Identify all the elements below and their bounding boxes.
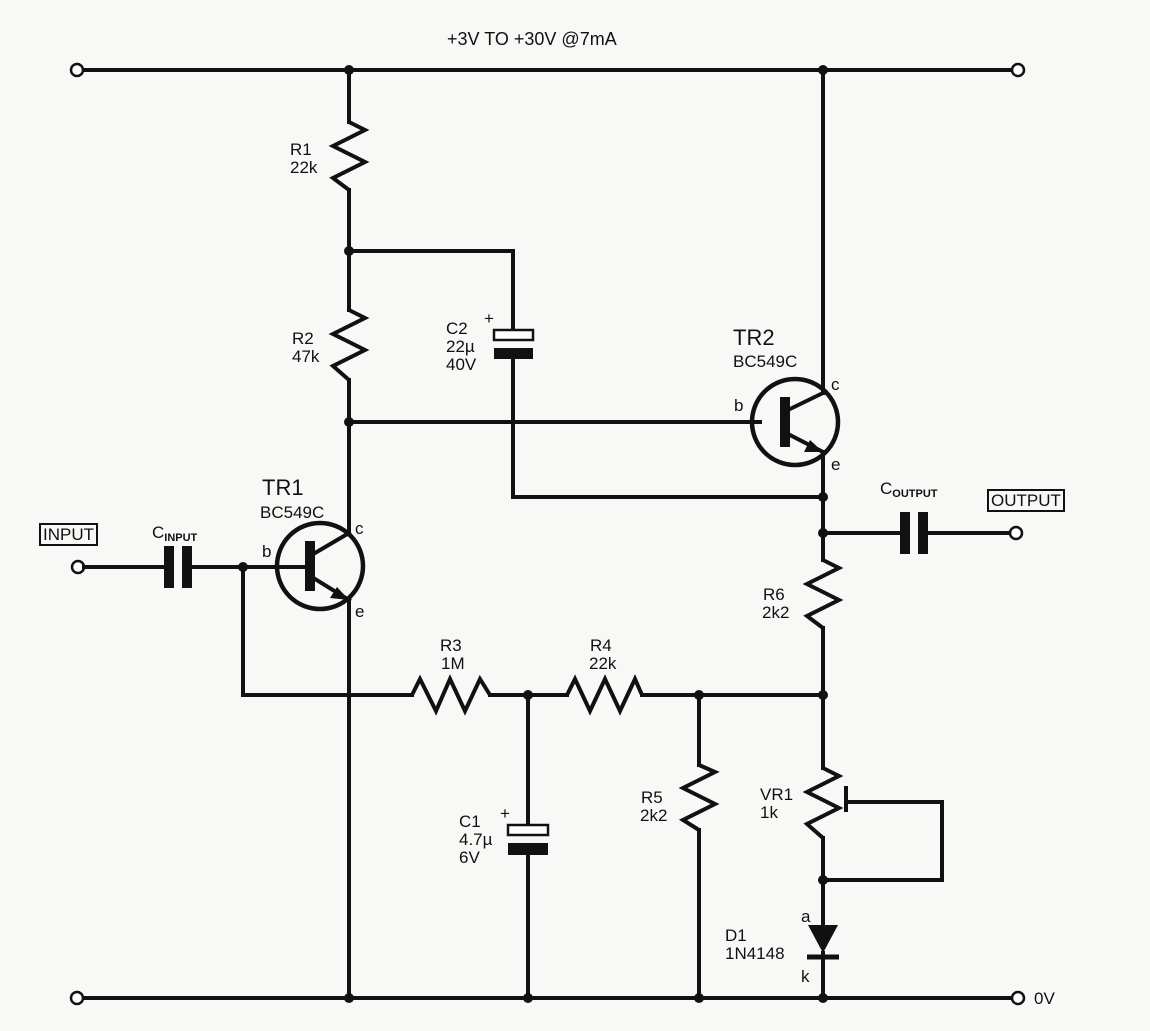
c1-ref: C1 [459, 812, 481, 831]
cinput-main: C [152, 523, 165, 542]
d1-cathode-label: k [801, 967, 810, 986]
capacitor-c2-negative-plate [494, 348, 533, 359]
r2-value: 47k [292, 347, 320, 366]
transistor-tr2-collector-lead [787, 390, 826, 412]
ground-terminal-left[interactable] [69, 990, 85, 1006]
tr2-pin-c: c [831, 375, 840, 394]
resistor-r6 [802, 558, 844, 630]
r1-value: 22k [290, 158, 318, 177]
capacitor-coutput-plate [918, 512, 928, 554]
supply-terminal-left[interactable] [69, 62, 85, 78]
tr2-ref: TR2 [733, 325, 775, 350]
tr1-part: BC549C [260, 503, 325, 522]
vr1-ref: VR1 [760, 785, 794, 804]
tr2-part: BC549C [733, 352, 798, 371]
c1-polarity: + [500, 804, 510, 823]
c1-value: 4.7µ [459, 830, 493, 849]
capacitor-cinput-plate [164, 546, 174, 588]
transistor-tr1-emitter-arrow [330, 587, 349, 600]
transistor-tr2-base-bar [780, 397, 790, 447]
transistor-tr1-collector-lead [312, 530, 352, 556]
resistor-r5 [678, 763, 720, 832]
r5-ref: R5 [641, 788, 663, 807]
r2-ref: R2 [292, 329, 314, 348]
output-label: OUTPUT [987, 489, 1065, 512]
tr2-pin-b: b [734, 396, 744, 415]
capacitor-c2-positive-plate [492, 328, 535, 342]
coutput-main: C [880, 479, 893, 498]
c1-voltage: 6V [459, 848, 480, 867]
diode-d1-triangle [808, 925, 838, 953]
resistor-r2 [328, 308, 370, 382]
resistor-r4 [565, 674, 644, 716]
transistor-tr1-base-bar [305, 541, 315, 591]
tr1-pin-b: b [262, 542, 272, 561]
r3-value: 1M [441, 654, 465, 673]
r1-ref: R1 [290, 140, 312, 159]
potentiometer-vr1 [802, 766, 844, 840]
tr1-pin-e: e [355, 602, 365, 621]
r6-ref: R6 [763, 585, 785, 604]
c2-voltage: 40V [446, 355, 477, 374]
input-label: INPUT [39, 523, 98, 546]
ground-terminal-right[interactable] [1010, 990, 1026, 1006]
c2-polarity: + [484, 309, 494, 328]
capacitor-cinput-label: CINPUT [152, 524, 197, 547]
output-terminal[interactable] [1008, 525, 1024, 541]
tr2-pin-e: e [831, 455, 841, 474]
junction-dot [818, 492, 828, 502]
tr1-ref: TR1 [262, 475, 304, 500]
r6-value: 2k2 [762, 603, 790, 622]
capacitor-coutput-plate [900, 512, 910, 554]
capacitor-coutput-label: COUTPUT [880, 480, 938, 503]
resistor-r3 [410, 674, 492, 716]
r4-ref: R4 [590, 636, 612, 655]
d1-anode-label: a [801, 907, 811, 926]
c2-value: 22µ [446, 337, 475, 356]
cinput-sub: INPUT [164, 532, 198, 544]
vr1-value: 1k [760, 803, 778, 822]
transistor-tr2-emitter-arrow [804, 440, 823, 452]
resistor-r1 [328, 120, 370, 192]
c2-ref: C2 [446, 319, 468, 338]
capacitor-c1-positive-plate [506, 823, 550, 837]
capacitor-c1-negative-plate [508, 843, 548, 855]
r3-ref: R3 [440, 636, 462, 655]
ground-label: 0V [1034, 989, 1055, 1008]
capacitor-cinput-plate [182, 546, 192, 588]
r5-value: 2k2 [640, 806, 668, 825]
supply-label: +3V TO +30V @7mA [447, 29, 617, 49]
d1-ref: D1 [725, 926, 747, 945]
d1-part: 1N4148 [725, 944, 785, 963]
r4-value: 22k [589, 654, 617, 673]
coutput-sub: OUTPUT [892, 488, 938, 500]
transistor-tr2-body [749, 376, 841, 468]
supply-terminal-right[interactable] [1010, 62, 1026, 78]
tr1-pin-c: c [355, 519, 364, 538]
